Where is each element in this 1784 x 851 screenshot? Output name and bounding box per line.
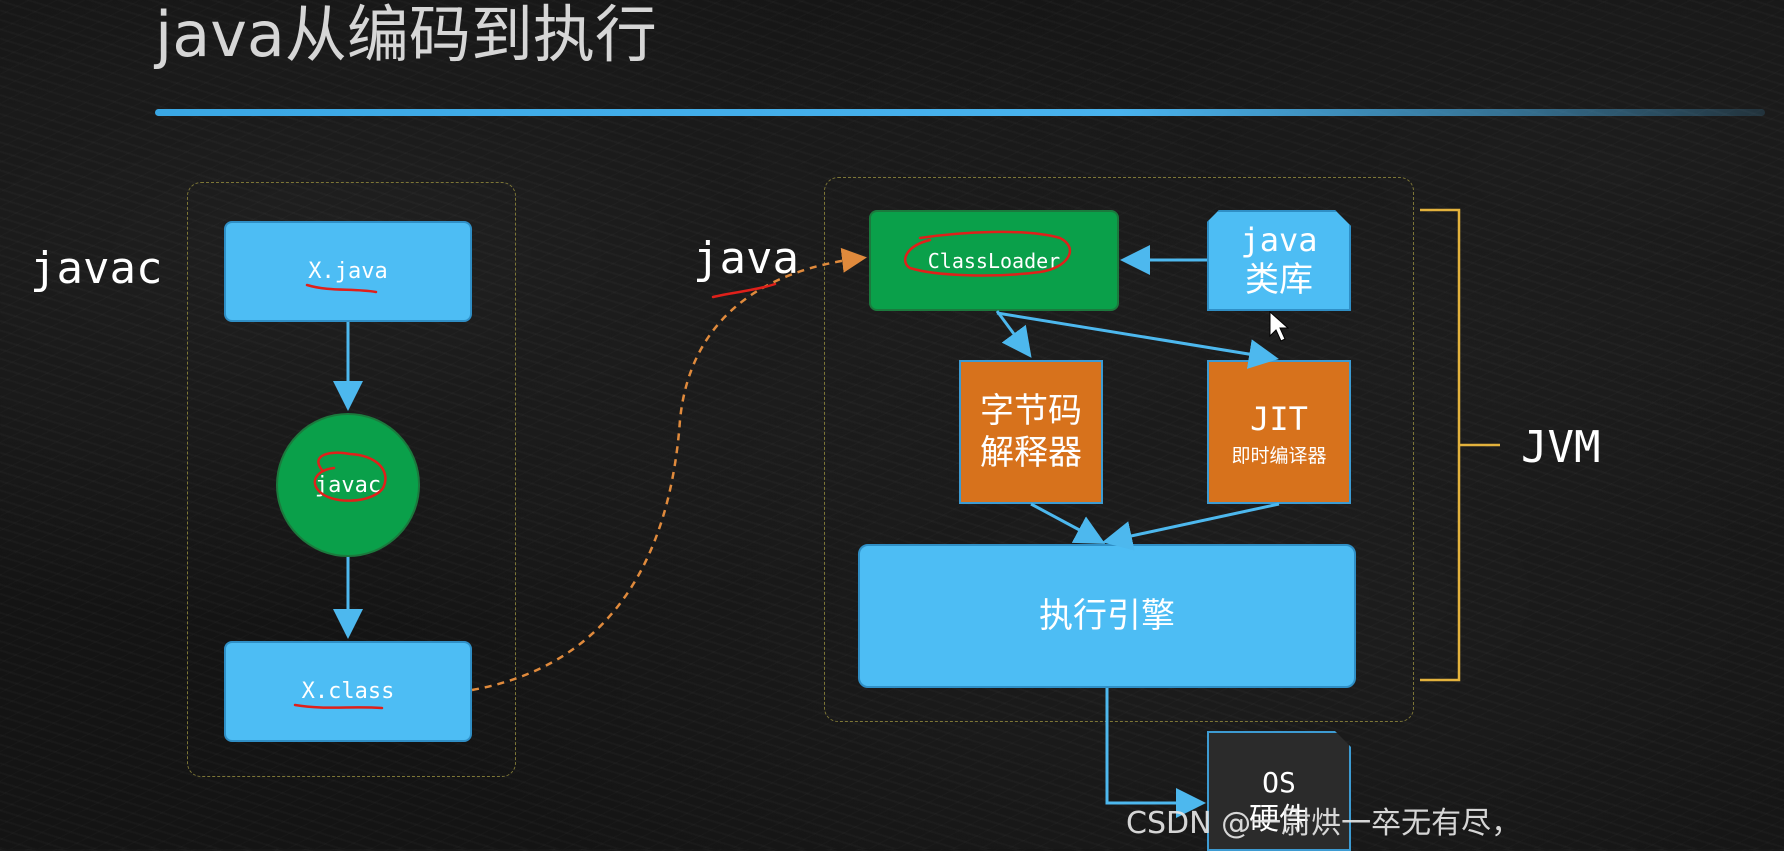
watermark: CSDN @一尉烘一卒无有尽， [1126,806,1522,841]
compile-group [187,182,516,777]
circle-classloader [904,230,1072,277]
interpreter-line1: 字节码 [980,391,1082,431]
jvm-group [824,177,1414,722]
arrow-jit-to-engine [1102,502,1280,551]
arrow-interpreter-to-engine [1030,502,1106,544]
circle-javac [313,451,387,502]
underline-x-class [293,703,384,710]
underline-x-java [305,283,378,294]
java-library-box: java 类库 [1207,210,1351,311]
underline-java [711,282,777,299]
java-library-line1: java [1240,220,1318,259]
class-file-box: X.class [224,641,472,742]
interpreter-line2: 解释器 [980,433,1082,473]
page-title: java从编码到执行 [155,0,657,71]
os-line1: OS [1262,766,1296,799]
java-library-line2: 类库 [1245,259,1313,300]
arrow-engine-to-os [1105,688,1206,818]
jvm-side-label: JVM [1521,422,1601,473]
class-file-label: X.class [301,679,395,704]
classloader-box: ClassLoader [869,210,1119,311]
jit-line2: 即时编译器 [1231,444,1327,467]
title-underline [155,109,1765,116]
source-file-box: X.java [224,221,472,322]
arrow-classloader-to-interpreter [995,310,1032,358]
source-file-label: X.java [308,259,388,284]
execution-engine-label: 执行引擎 [1039,596,1175,636]
javac-compiler-node: javac [276,413,420,557]
javac-side-label: javac [30,243,163,294]
javac-compiler-label: javac [314,472,382,498]
bytecode-interpreter-box: 字节码 解释器 [959,360,1103,504]
java-side-label: java [693,233,799,284]
os-line2: 硬件 [1249,802,1309,837]
jit-line1: JIT [1250,399,1308,438]
arrow-class-to-classloader [471,247,867,692]
jit-compiler-box: JIT 即时编译器 [1207,360,1351,504]
classloader-label: ClassLoader [927,248,1061,273]
jvm-brace [1420,208,1500,682]
arrow-classloader-to-jit [996,311,1279,369]
os-hardware-box: OS 硬件 [1207,731,1351,851]
mouse-cursor-icon [1269,310,1290,342]
